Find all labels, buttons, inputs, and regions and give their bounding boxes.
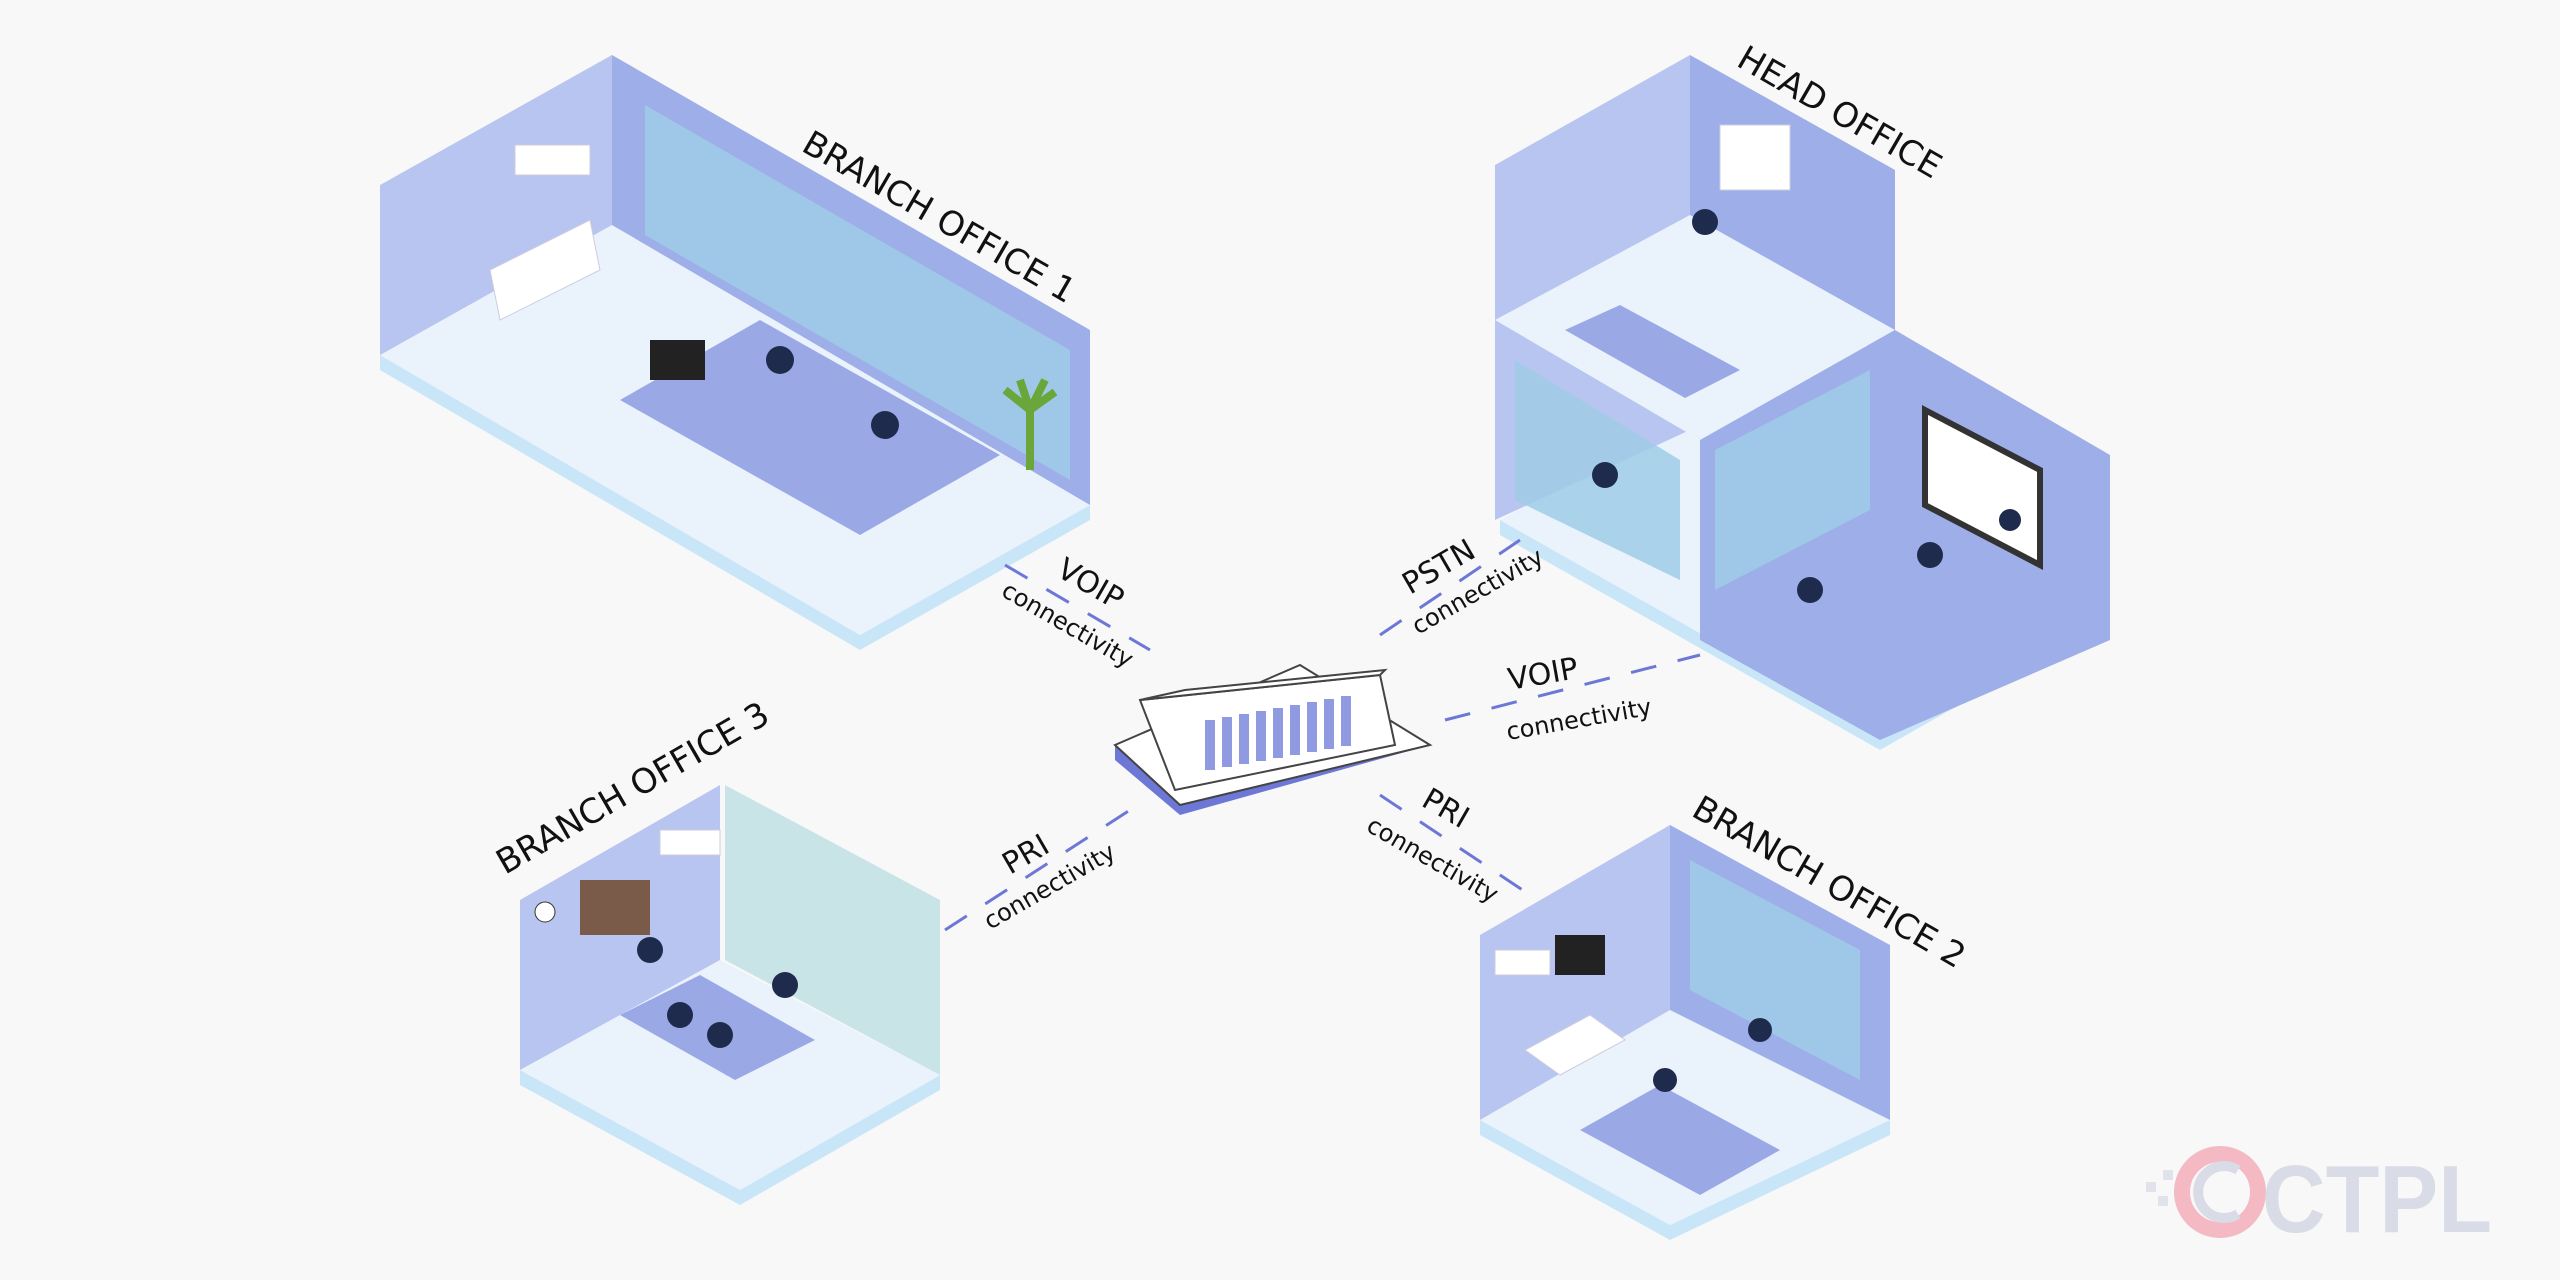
board-icon (650, 340, 705, 380)
person-icon (1917, 542, 1943, 568)
window-blinds-icon (1719, 124, 1791, 191)
plant-icon (1002, 378, 1058, 470)
board-icon (1555, 935, 1605, 975)
pbx-server (1113, 663, 1433, 815)
branch-office-2-room (1480, 825, 1890, 1240)
person-icon (1748, 1018, 1772, 1042)
air-conditioner-icon (659, 829, 721, 856)
link-line-pri-branch3 (944, 808, 1131, 932)
ctpl-logo: CTPL (2146, 1146, 2492, 1253)
person-icon (1653, 1068, 1677, 1092)
branch-office-1-room (380, 55, 1090, 650)
link-protocol-label: VOIP (1505, 651, 1581, 698)
link-sub-label: connectivity (1362, 811, 1503, 909)
head-office-building (1495, 55, 2110, 750)
air-conditioner-icon (514, 144, 591, 176)
link-protocol-label: PRI (1416, 782, 1475, 836)
sofa-icon (1524, 1014, 1626, 1076)
corkboard-icon (580, 880, 650, 935)
person-icon (772, 972, 798, 998)
person-icon (1692, 209, 1718, 235)
person-icon (1592, 462, 1618, 488)
clock-icon (534, 901, 556, 923)
sofa-icon (489, 219, 601, 321)
person-icon (707, 1022, 733, 1048)
person-icon (766, 346, 794, 374)
person-icon (667, 1002, 693, 1028)
person-icon (637, 937, 663, 963)
branch-office-3-room (520, 785, 940, 1205)
link-line-pri-branch2 (1379, 793, 1531, 897)
person-icon (871, 411, 899, 439)
air-conditioner-icon (1494, 949, 1551, 976)
link-sub-label: connectivity (1504, 693, 1653, 746)
logo-text: CTPL (2262, 1146, 2492, 1253)
person-icon (1999, 509, 2021, 531)
person-icon (1797, 577, 1823, 603)
